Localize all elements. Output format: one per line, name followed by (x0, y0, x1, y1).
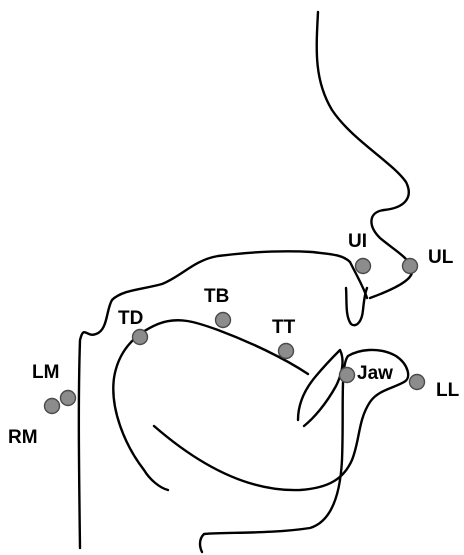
upper-incisor-outline (346, 288, 367, 325)
tb-sensor-label: TB (204, 286, 229, 307)
tongue-outline (113, 320, 308, 490)
tb-sensor-dot (216, 313, 231, 328)
ui-sensor-label: UI (348, 231, 367, 252)
rm-sensor-dot (45, 399, 60, 414)
lm-sensor-label: LM (32, 362, 59, 383)
tt-sensor-label: TT (272, 317, 296, 338)
ll-sensor-dot (410, 375, 425, 390)
ui-sensor-dot (356, 259, 371, 274)
td-sensor-label: TD (118, 308, 143, 329)
lower-incisor-outline (298, 350, 343, 426)
ll-sensor-label: LL (436, 380, 460, 401)
rm-sensor-label: RM (8, 427, 38, 448)
lm-sensor-dot (61, 391, 76, 406)
tt-sensor-dot (279, 344, 294, 359)
ul-sensor-label: UL (428, 247, 454, 268)
jaw-sensor-label: Jaw (357, 363, 393, 384)
td-sensor-dot (133, 330, 148, 345)
ul-sensor-dot (403, 259, 418, 274)
jaw-sensor-dot (340, 368, 355, 383)
